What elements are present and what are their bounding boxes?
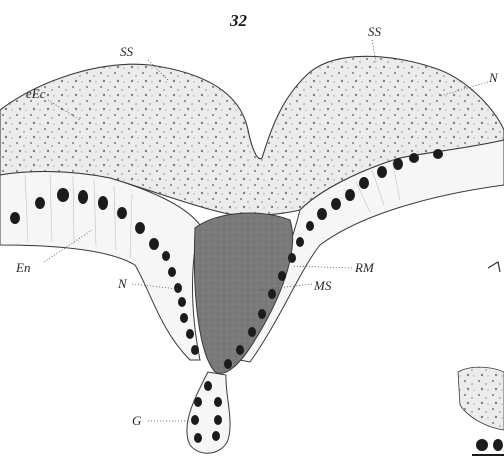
label-en: En [15,260,30,275]
label-n-top: N [488,70,499,85]
label-ss-left: SS [120,44,134,59]
label-ss-right: SS [368,24,382,39]
label-eec: eEc [26,86,46,101]
label-n-left: N [117,276,128,291]
label-g: G [132,413,142,428]
figure-number: 32 [229,11,248,30]
edge-fragment [458,262,504,455]
label-ms: MS [313,278,332,293]
label-rm: RM [354,260,375,275]
